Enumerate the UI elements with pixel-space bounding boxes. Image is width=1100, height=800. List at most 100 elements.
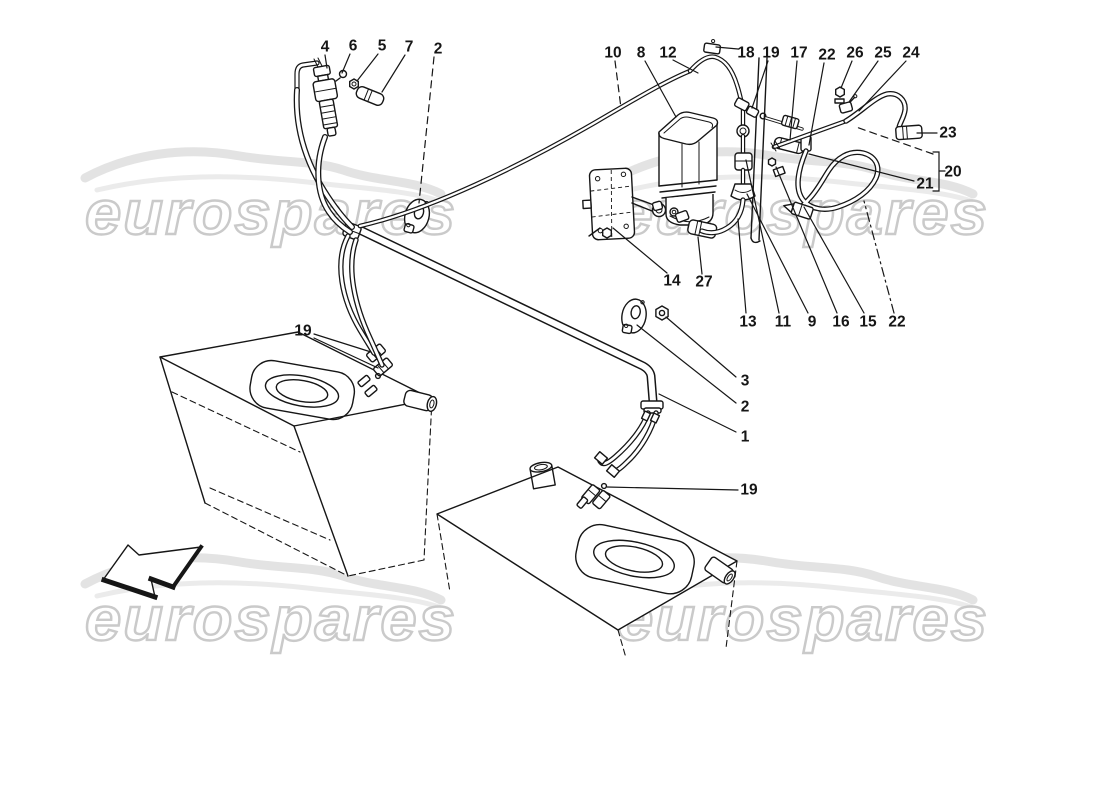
leader-line-1 bbox=[658, 393, 737, 433]
tank-stub-right bbox=[704, 556, 736, 585]
end-fitting bbox=[895, 124, 923, 141]
elbow-fitting bbox=[674, 210, 690, 223]
callout-2: 2 bbox=[741, 399, 750, 416]
leader-line-22 bbox=[808, 62, 825, 146]
tank-hose bbox=[600, 413, 648, 464]
callout-20: 20 bbox=[944, 164, 961, 181]
leader-line-4 bbox=[324, 54, 328, 69]
tank-outlet-stub bbox=[403, 389, 438, 412]
callout-27: 27 bbox=[695, 274, 712, 291]
tank-sender-boss bbox=[575, 523, 695, 595]
leader-line-17 bbox=[789, 60, 798, 141]
tank-stub-left bbox=[529, 461, 556, 490]
leader-line-3 bbox=[665, 316, 737, 378]
clip bbox=[759, 112, 767, 120]
vent-tube-assembly bbox=[702, 97, 812, 232]
hose-clamp bbox=[605, 464, 621, 478]
callout-25: 25 bbox=[874, 45, 892, 62]
fuel-tank-right bbox=[436, 461, 738, 659]
callout-3: 3 bbox=[741, 373, 750, 390]
vent-line-run bbox=[360, 38, 743, 226]
callout-12: 12 bbox=[659, 45, 676, 62]
leader-line-14 bbox=[612, 227, 668, 274]
callout-19: 19 bbox=[294, 323, 312, 340]
hose-clamp bbox=[649, 412, 661, 424]
leader-line-25 bbox=[848, 60, 879, 103]
leader-line-8 bbox=[644, 60, 677, 118]
washer bbox=[834, 98, 845, 104]
leader-line-7 bbox=[381, 54, 406, 93]
leader-line-12 bbox=[672, 59, 699, 74]
clamp-nut bbox=[835, 86, 845, 98]
tank-vent-fittings bbox=[576, 482, 611, 510]
bracket-stud bbox=[588, 227, 601, 237]
union-fitting bbox=[733, 97, 750, 112]
fuel-tank-left bbox=[159, 331, 438, 577]
callout-24: 24 bbox=[902, 45, 920, 62]
callout-8: 8 bbox=[637, 45, 646, 62]
reference-bracket bbox=[855, 126, 934, 155]
callout-26: 26 bbox=[846, 45, 864, 62]
mounting-rail bbox=[750, 57, 768, 244]
hose-clamp bbox=[640, 410, 652, 422]
leader-line-2 bbox=[636, 324, 737, 404]
callout-4: 4 bbox=[321, 39, 330, 56]
hose-clamp bbox=[838, 94, 858, 114]
leader-line-15 bbox=[803, 206, 865, 314]
callout-1: 1 bbox=[741, 429, 750, 446]
callout-16: 16 bbox=[832, 314, 850, 331]
hose-clamp bbox=[593, 451, 609, 465]
seal-ring bbox=[374, 372, 382, 380]
leader-line-21 bbox=[808, 153, 915, 182]
vent-valve-assembly bbox=[297, 57, 385, 232]
callout-6: 6 bbox=[349, 38, 358, 55]
watermark-layer: eurospares eurospares eurospares eurospa… bbox=[85, 152, 988, 655]
cut-end-hatch bbox=[313, 57, 323, 68]
leader-line-24 bbox=[858, 60, 907, 112]
callout-5: 5 bbox=[378, 38, 387, 55]
leader-line-19 bbox=[313, 337, 379, 369]
callout-9: 9 bbox=[808, 314, 817, 331]
leader-line-19 bbox=[751, 60, 769, 109]
leader-line-19 bbox=[313, 333, 372, 353]
threaded-union bbox=[780, 114, 800, 130]
tank-sender-boss bbox=[249, 359, 356, 421]
callout-19: 19 bbox=[762, 45, 780, 62]
callout-22: 22 bbox=[818, 47, 835, 64]
leader-line-27 bbox=[697, 236, 703, 275]
callout-11: 11 bbox=[775, 314, 792, 331]
callout-23: 23 bbox=[939, 125, 957, 142]
watermark-tile: eurospares bbox=[85, 558, 457, 655]
bulkhead-grommet bbox=[621, 298, 647, 335]
canister-assembly bbox=[582, 111, 719, 241]
leader-line-13 bbox=[737, 218, 747, 314]
leader-line-19 bbox=[606, 486, 739, 491]
loop-clamp bbox=[703, 38, 722, 55]
callout-21: 21 bbox=[916, 176, 934, 193]
callout-14: 14 bbox=[663, 273, 681, 290]
leader-line-11 bbox=[745, 159, 780, 314]
callout-22: 22 bbox=[888, 314, 905, 331]
hose-stub bbox=[355, 86, 385, 106]
direction-arrow-icon bbox=[100, 544, 204, 601]
union-fitting bbox=[745, 105, 760, 118]
leader-line-22 bbox=[863, 200, 895, 314]
retaining-clip bbox=[335, 69, 348, 82]
seal-ring bbox=[600, 482, 608, 490]
leader-line-10 bbox=[614, 60, 622, 109]
callout-19: 19 bbox=[740, 482, 758, 499]
callout-2: 2 bbox=[434, 41, 443, 58]
leader-line-2 bbox=[418, 56, 435, 204]
callout-7: 7 bbox=[405, 39, 414, 56]
leader-line-18 bbox=[715, 46, 739, 50]
stud-nut bbox=[602, 227, 612, 239]
bracket-arm bbox=[631, 196, 655, 206]
callout-18: 18 bbox=[737, 45, 755, 62]
watermark-text: eurospares bbox=[85, 585, 457, 654]
callout-17: 17 bbox=[790, 45, 807, 62]
callout-13: 13 bbox=[739, 314, 757, 331]
check-valve bbox=[312, 64, 339, 137]
